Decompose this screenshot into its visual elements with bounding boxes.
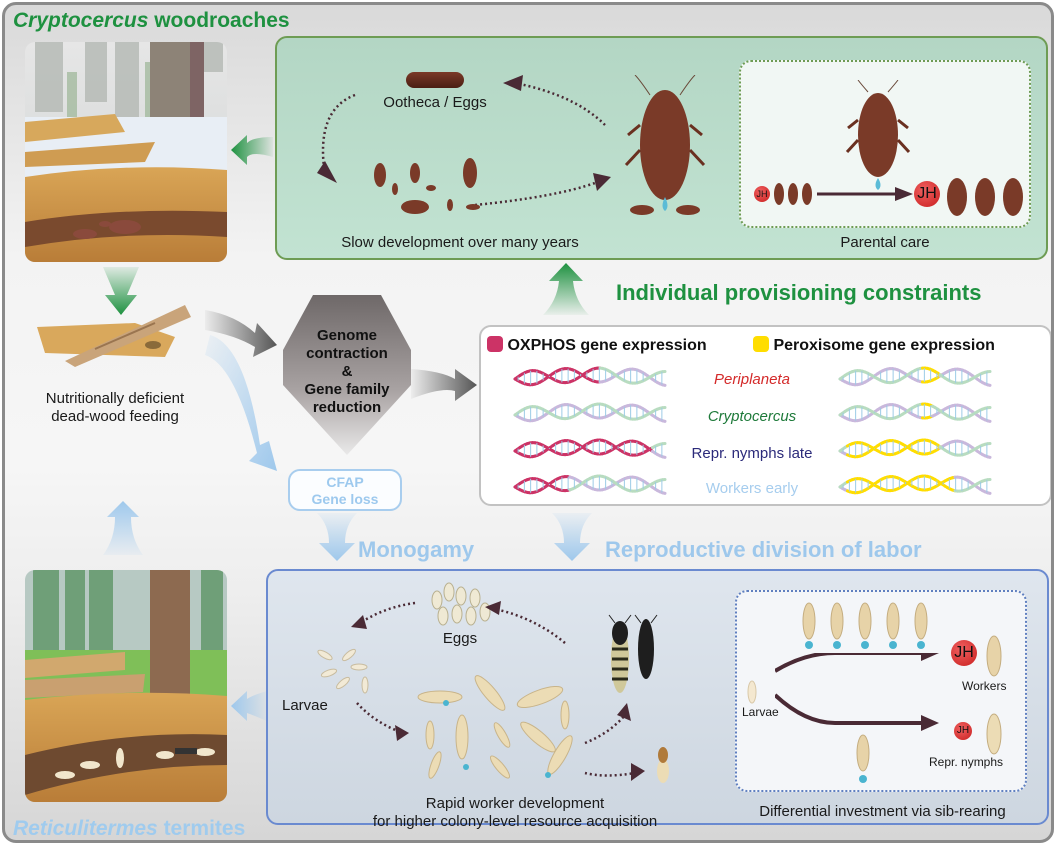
parental-care-caption: Parental care — [840, 234, 930, 251]
small-nymphs-icon — [774, 183, 812, 205]
large-nymphs-icon — [947, 178, 1023, 216]
dna-oxphos-3 — [513, 474, 667, 495]
sib-rearing-box — [735, 590, 1027, 792]
arrow-to-habitat-icon — [231, 135, 273, 165]
dna-oxphos-1 — [513, 402, 667, 423]
arrow-head-icon — [317, 161, 337, 183]
peroxisome-legend-label: Peroxisome gene expression — [773, 337, 995, 354]
rapid-development-caption: Rapid worker development for higher colo… — [335, 795, 695, 831]
sib-larva-icon — [747, 680, 757, 704]
nurse-worker-icon — [856, 734, 870, 783]
legend-oxphos: OXPHOS gene expression — [487, 336, 707, 355]
species-label-repr-nymphs: Repr. nymphs late — [691, 445, 813, 462]
dna-oxphos-2 — [513, 438, 667, 459]
sib-rearing-caption: Differential investment via sib-rearing — [759, 803, 1006, 820]
arrow-down-monogamy-icon — [317, 513, 357, 561]
species-label-periplaneta: Periplaneta — [714, 371, 790, 388]
peroxisome-swatch — [753, 336, 769, 352]
repr-nymphs-label: Repr. nymphs — [929, 755, 1004, 769]
title-genus: Cryptocercus — [13, 9, 149, 32]
growth-arrow-icon — [817, 187, 913, 201]
dna-peroxisome-0 — [838, 366, 992, 387]
worker-termite-icon — [986, 635, 1002, 677]
termite-larvae-label: Larvae — [282, 697, 328, 714]
dead-wood-icon — [37, 305, 191, 367]
jh-small-badge: JH — [754, 186, 770, 202]
arrow-to-genome-icon — [205, 310, 277, 357]
oxphos-swatch — [487, 336, 503, 352]
dna-expression-grid — [513, 366, 992, 495]
reproductive-division-heading: Reproductive division of labor — [605, 537, 922, 562]
title-bottom-genus: Reticulitermes — [13, 817, 158, 840]
soldier-termite-icon — [657, 747, 669, 783]
food-caption: Nutritionally deficient dead-wood feedin… — [15, 390, 215, 426]
wood-to-genome-arrows — [205, 310, 277, 471]
dna-oxphos-0 — [513, 366, 667, 387]
food-caption-line2: dead-wood feeding — [51, 408, 179, 425]
dna-peroxisome-2 — [838, 438, 992, 459]
arrow-to-cfap-icon — [205, 335, 277, 471]
workers-label: Workers — [962, 679, 1007, 693]
title-reticulitermes: Reticulitermes termites — [13, 817, 246, 840]
genome-contraction-shape — [283, 295, 411, 455]
worker-termites-group — [417, 675, 573, 779]
arrow-down-green-icon — [103, 267, 139, 315]
cfap-line2: Gene loss — [311, 491, 379, 507]
rapid-caption-line1: Rapid worker development — [425, 795, 605, 812]
genome-line5: reduction — [312, 399, 382, 416]
cfap-gene-loss-box: CFAP Gene loss — [288, 469, 402, 511]
ootheca-label: Ootheca / Eggs — [383, 94, 487, 111]
title-cryptocercus: Cryptocercus woodroaches — [13, 9, 290, 33]
genome-line2: contraction — [306, 345, 388, 362]
individual-provisioning-heading: Individual provisioning constraints — [616, 280, 982, 305]
repr-nymph-termite-icon — [986, 713, 1002, 755]
species-label-cryptocercus: Cryptocercus — [707, 408, 797, 425]
roach-nymphs-group — [374, 158, 480, 214]
termite-cycle-arrows — [351, 601, 645, 781]
slow-development-caption: Slow development over many years — [341, 234, 579, 251]
arrow-up-green-icon — [543, 263, 589, 315]
woodroach-cycle-arrows — [317, 75, 611, 207]
roach-nymph-icon — [374, 163, 386, 187]
nurse-workers-icon — [802, 602, 928, 649]
dna-peroxisome-3 — [838, 474, 992, 495]
oxphos-legend-label: OXPHOS gene expression — [507, 337, 707, 354]
jh-large-worker-badge: JH — [951, 640, 977, 666]
arrow-to-termite-habitat-icon — [231, 691, 267, 721]
adult-woodroach-icon — [624, 75, 706, 215]
woodroach-habitat-scene — [25, 42, 227, 262]
genome-line4: Gene family — [304, 381, 390, 398]
species-label-workers: Workers early — [705, 480, 799, 497]
arrow-to-expression-icon — [411, 369, 477, 401]
dna-peroxisome-1 — [838, 402, 992, 423]
parent-roach-icon — [845, 80, 911, 190]
sib-larvae-label: Larvae — [742, 705, 779, 719]
arrow-up-blue-icon — [103, 501, 143, 555]
genome-contraction-label: Genome contraction & Gene family reducti… — [283, 327, 411, 417]
title-common-name: woodroaches — [148, 9, 290, 32]
cfap-line1: CFAP — [326, 474, 364, 490]
genome-line3: & — [341, 363, 353, 380]
arrow-down-reproductive-icon — [552, 513, 592, 561]
rapid-caption-line2: for higher colony-level resource acquisi… — [372, 813, 658, 830]
arrow-head-icon — [503, 75, 523, 91]
title-bottom-common-name: termites — [157, 817, 246, 840]
termite-eggs-label: Eggs — [442, 630, 478, 647]
monogamy-heading: Monogamy — [358, 537, 475, 562]
arrow-head-icon — [593, 173, 611, 191]
termite-larvae-icon — [317, 648, 369, 694]
legend-peroxisome: Peroxisome gene expression — [753, 336, 995, 355]
developmental-paths — [775, 653, 939, 731]
ootheca-icon — [406, 72, 464, 88]
termite-eggs-icon — [431, 582, 491, 626]
jh-large-badge: JH — [914, 181, 940, 207]
jh-small-nymph-badge: JH — [954, 722, 972, 740]
termite-habitat-scene — [25, 570, 227, 802]
food-caption-line1: Nutritionally deficient — [45, 390, 185, 407]
genome-line1: Genome — [316, 327, 377, 344]
alate-termites-icon — [608, 614, 658, 693]
